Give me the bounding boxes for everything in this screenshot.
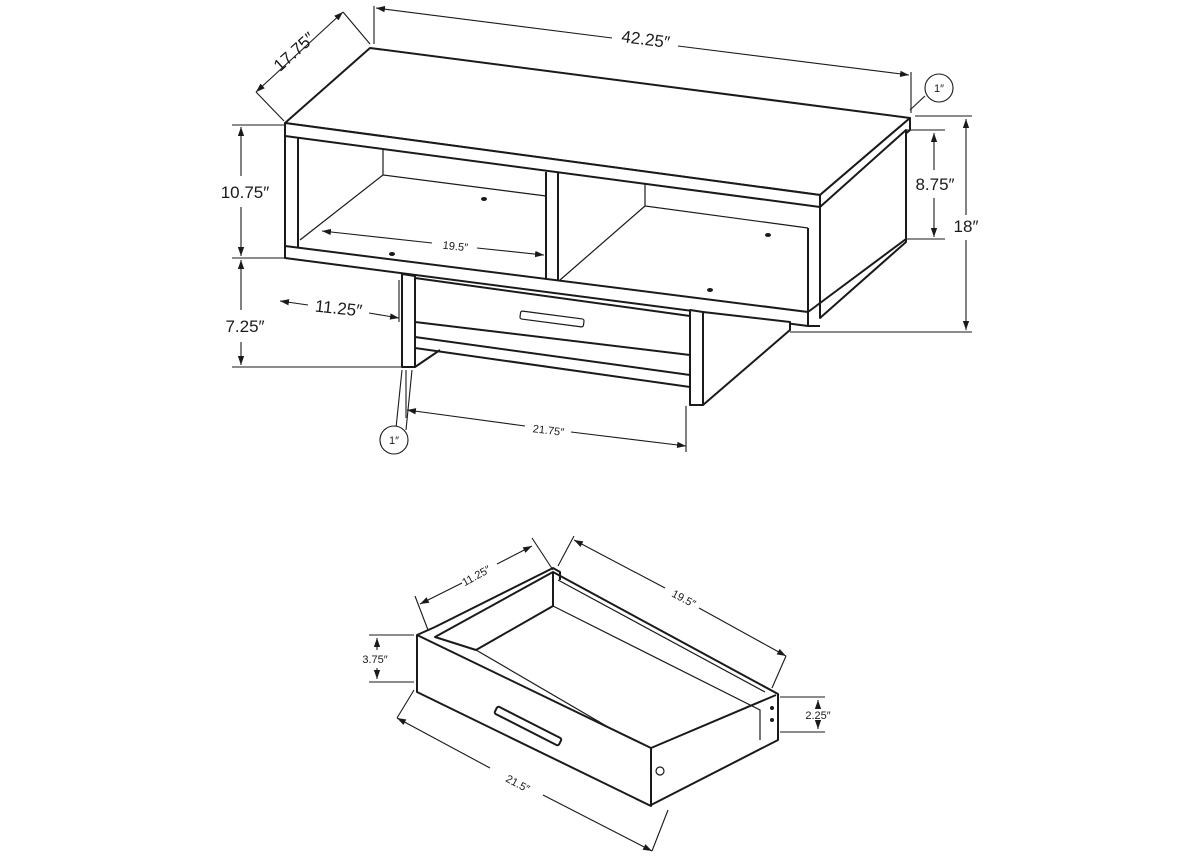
drawer-handle [519,310,585,328]
label-drawer-width: 19.5″ [669,588,697,611]
label-top-thickness: 1″ [934,83,944,95]
compartment-back-lines [299,150,809,281]
drawer-drawing [416,567,779,807]
table-dimension-lines [232,6,972,455]
base-right-leg [689,309,704,406]
table-dimension-labels: 42.25″ 17.75″ 1″ 10.75″ 7.25″ 11.25″ 19.… [221,27,979,447]
label-drawer-side-height: 2.25″ [805,710,830,722]
label-base-depth: 11.25″ [314,297,363,321]
label-drawer-front-width: 21.5″ [503,773,531,796]
label-base-width: 21.75″ [532,423,565,439]
drawer-right-wall [552,571,779,806]
label-base-height: 7.25″ [225,317,264,336]
callout-circle-top [924,73,954,103]
label-leg-thickness: 1″ [389,435,399,447]
drawer-screw-3 [655,766,665,776]
drawer-front-top [416,567,561,636]
base-side-panel [702,311,791,406]
drawer-back-wall [434,571,554,651]
label-top-depth: 17.75″ [270,29,319,76]
coffee-table-drawing [284,47,911,406]
label-shelf-width: 19.5″ [442,240,469,255]
label-upper-height: 10.75″ [221,183,270,202]
drawer-front-panel [416,634,652,807]
drawer-pull-handle [493,705,563,747]
callout-circle-leg [379,425,409,455]
label-drawer-depth: 11.25″ [460,564,493,589]
label-drawer-front-height: 3.75″ [362,654,387,666]
middle-divider [545,172,559,284]
drawer-dimension-lines [369,535,825,852]
label-total-height: 18″ [954,217,979,236]
label-shelf-opening: 8.75″ [915,175,954,194]
drawer-screw-1 [770,706,774,710]
base-bottom-rail [414,336,691,388]
label-top-width: 42.25″ [620,27,671,52]
drawer-screw-2 [770,718,774,722]
base-left-leg [401,273,416,368]
left-side-panel [284,136,299,258]
drawer-right-inner [552,579,766,740]
